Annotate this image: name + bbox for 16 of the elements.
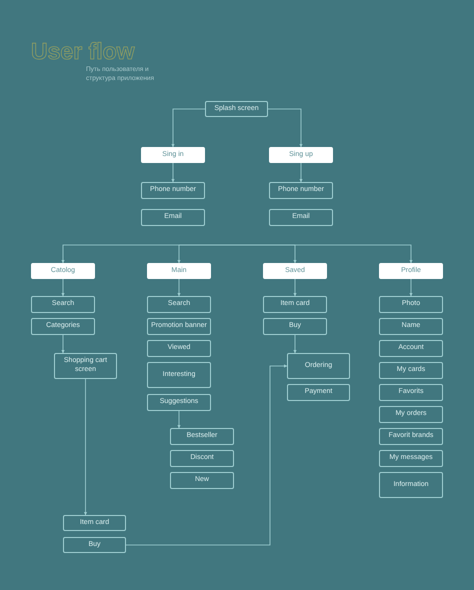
connector-arrow xyxy=(171,162,175,182)
connector-arrow xyxy=(171,108,206,148)
connector-arrow xyxy=(177,410,181,428)
connector-arrow xyxy=(126,364,288,546)
title-text: User flow xyxy=(31,38,135,65)
connector-arrow xyxy=(84,378,88,516)
connector-arrow xyxy=(409,278,413,296)
connector-arrow xyxy=(177,278,181,296)
connector-arrow xyxy=(293,334,297,354)
connector-arrow xyxy=(268,108,303,148)
connector-arrow xyxy=(293,278,297,296)
connector-arrow xyxy=(61,278,65,296)
connector-arrow xyxy=(177,244,238,264)
connector-arrow xyxy=(61,334,65,354)
connector-arrow xyxy=(236,244,413,264)
connector-arrow xyxy=(299,162,303,182)
